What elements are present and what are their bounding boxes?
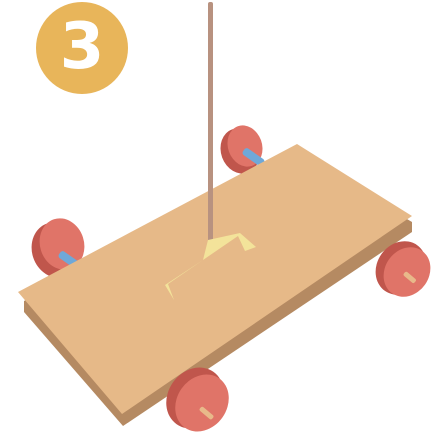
cardboard-base	[18, 144, 412, 426]
wheel-back-right-icon	[375, 241, 431, 297]
step-number: 3	[59, 10, 105, 84]
masking-tape-icon	[165, 233, 256, 300]
wheel-front-left-icon	[31, 218, 85, 278]
wheel-back-top-icon	[220, 125, 265, 174]
stick-icon	[208, 2, 213, 247]
wheel-front-bottom-icon	[166, 367, 229, 432]
step-badge: 3	[36, 2, 128, 94]
